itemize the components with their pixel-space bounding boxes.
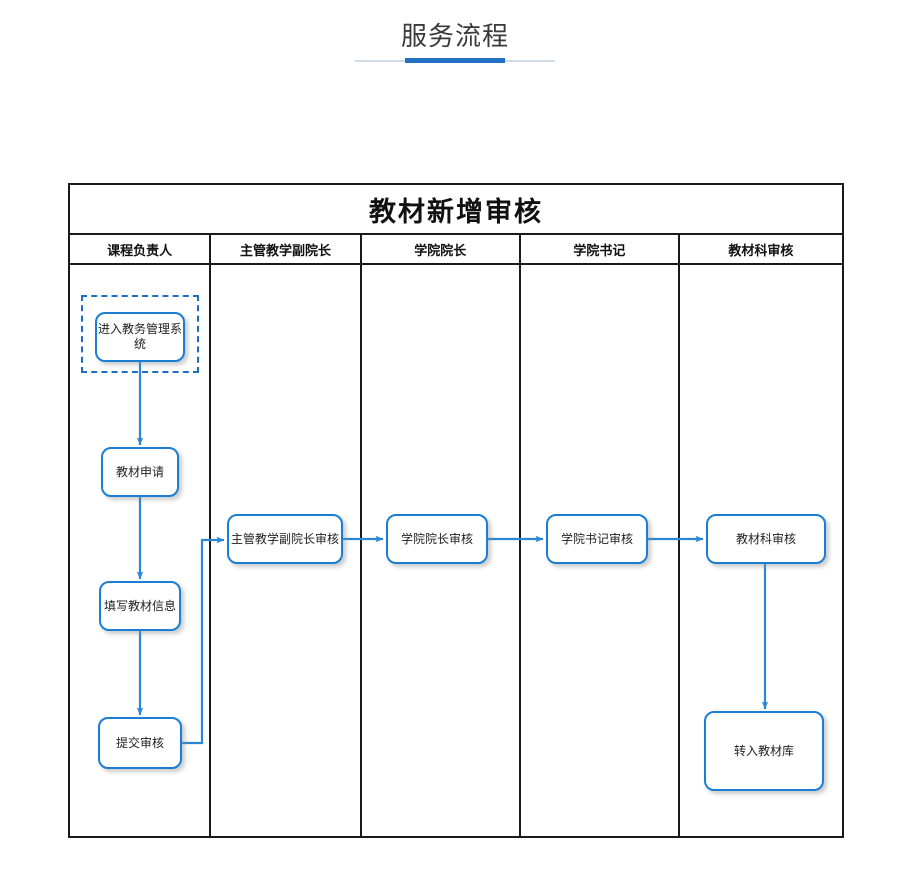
lane-header-vice-dean-teaching: 主管教学副院长 (211, 235, 362, 263)
lane-header-dean: 学院院长 (362, 235, 521, 263)
title-divider-accent (405, 58, 505, 63)
lane-header-course-owner: 课程负责人 (70, 235, 212, 263)
lane-column-party-secretary (521, 265, 680, 836)
flow-node-label: 提交审核 (115, 735, 164, 750)
lane-column-course-owner (70, 265, 212, 836)
flowchart-heading-text: 教材新增审核 (369, 196, 543, 228)
connector-layer (136, 362, 769, 745)
node-layer: 进入教务管理系统教材申请填写教材信息提交审核 主管教学副院长审核 学院院长审核 学院书… (68, 183, 844, 838)
page-title: 服务流程 (400, 22, 509, 52)
flow-node-dean-check[interactable]: 学院院长审核 (386, 514, 488, 564)
lane-header-party-secretary: 学院书记 (521, 235, 680, 263)
flow-node-apply[interactable]: 教材申请 (101, 447, 179, 497)
lane-header-row: 课程负责人主管教学副院长学院院长学院书记 教材科审核 (70, 235, 842, 265)
lane-column-dean (362, 265, 521, 836)
flow-node-fill-info[interactable]: 填写教材信息 (99, 581, 181, 631)
lane-column-vice-dean-teaching (211, 265, 362, 836)
node-group-entry-group (81, 295, 199, 373)
flow-node-into-library[interactable]: 转入教材库 (704, 711, 824, 791)
lane-body-row (70, 265, 842, 836)
flowchart-heading-row: 教材新增审核 (70, 185, 842, 235)
flow-node-vice-dean-check[interactable]: 主管教学副院长审核 (227, 514, 343, 564)
flow-node-label: 学院书记审核 (560, 531, 633, 546)
edge-submit-to-vicedean (182, 536, 225, 745)
flow-node-label: 教材申请 (115, 464, 164, 479)
flow-node-label: 主管教学副院长审核 (230, 531, 339, 546)
flow-node-office-check[interactable]: 教材科审核 (706, 514, 826, 564)
flow-node-label: 教材科审核 (735, 531, 796, 546)
flow-node-label: 转入教材库 (733, 743, 794, 758)
flow-node-label: 填写教材信息 (103, 598, 176, 613)
lane-header-textbook-office: 教材科审核 (728, 243, 794, 259)
flow-node-submit-review[interactable]: 提交审核 (98, 717, 182, 769)
flow-node-secretary-check[interactable]: 学院书记审核 (546, 514, 648, 564)
flow-node-label: 进入教务管理系统 (97, 322, 182, 351)
page-header: 服务流程 (0, 0, 910, 90)
flow-node-label: 学院院长审核 (400, 531, 473, 546)
flow-node-enter-system[interactable]: 进入教务管理系统 (95, 312, 185, 362)
